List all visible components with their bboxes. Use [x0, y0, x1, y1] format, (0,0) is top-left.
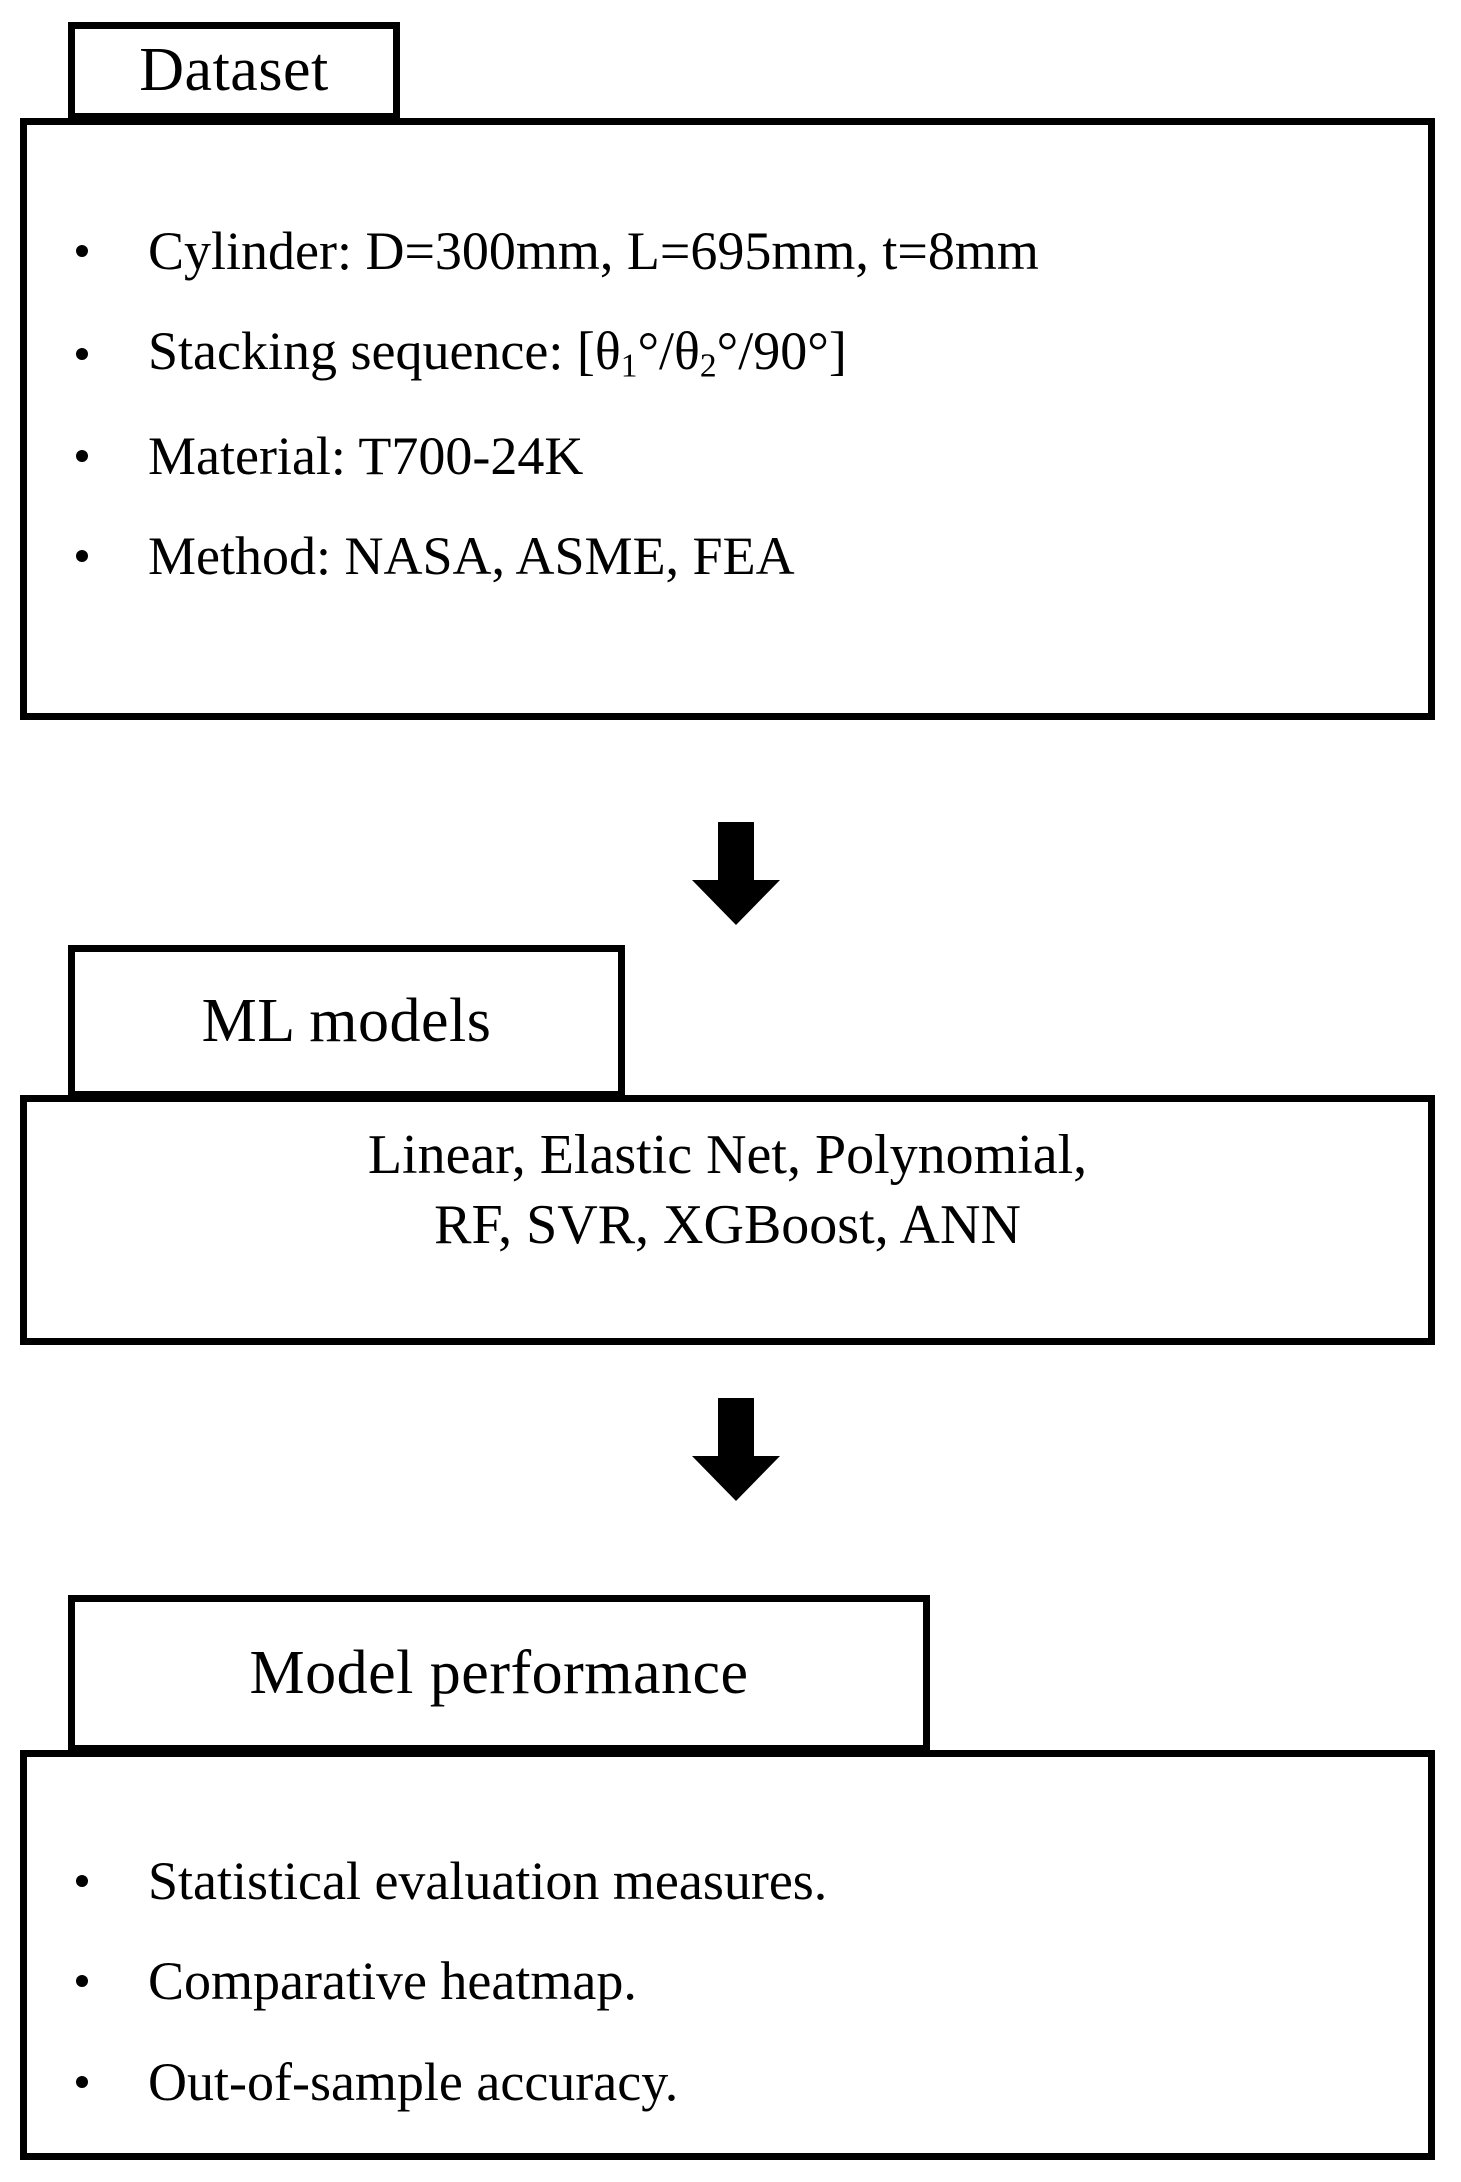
model-performance-title-box: Model performance — [68, 1595, 930, 1752]
dataset-bullet-method: Method: NASA, ASME, FEA — [148, 526, 795, 587]
ml-models-content: Linear, Elastic Net, Polynomial, RF, SVR… — [20, 1120, 1435, 1260]
arrow-down-icon — [691, 822, 781, 926]
ml-models-box-body — [20, 1095, 1435, 1345]
ml-models-line-2: RF, SVR, XGBoost, ANN — [434, 1194, 1021, 1256]
stacking-prefix: Stacking sequence: [θ — [148, 321, 621, 382]
theta-subscript-1: 1 — [620, 347, 638, 385]
dataset-title-label: Dataset — [139, 36, 329, 105]
performance-bullet-accuracy: Out-of-sample accuracy. — [148, 2051, 679, 2112]
model-performance-box-body — [20, 1750, 1435, 2160]
dataset-bullet-stacking: Stacking sequence: [θ1°/θ2°/90°] — [148, 321, 847, 384]
ml-models-title-label: ML models — [201, 986, 492, 1055]
dataset-bullet-list: Cylinder: D=300mm, L=695mm, t=8mm Stacki… — [40, 222, 1420, 585]
list-item: Statistical evaluation measures. — [40, 1852, 1420, 1910]
bullet-dot-icon — [76, 2075, 88, 2088]
list-item: Comparative heatmap. — [40, 1952, 1420, 2010]
bullet-dot-icon — [76, 550, 88, 563]
theta-subscript-2: 2 — [699, 347, 717, 385]
bullet-dot-icon — [76, 245, 88, 258]
list-item: Method: NASA, ASME, FEA — [40, 527, 1420, 585]
model-performance-bullet-list: Statistical evaluation measures. Compara… — [40, 1852, 1420, 2111]
dataset-bullet-cylinder: Cylinder: D=300mm, L=695mm, t=8mm — [148, 221, 1039, 281]
dataset-bullet-material: Material: T700-24K — [148, 425, 584, 486]
ml-models-line-1: Linear, Elastic Net, Polynomial, — [367, 1124, 1088, 1186]
list-item: Out-of-sample accuracy. — [40, 2051, 1420, 2112]
performance-bullet-statistical: Statistical evaluation measures. — [148, 1851, 828, 1911]
list-item: Stacking sequence: [θ1°/θ2°/90°] — [40, 322, 1420, 385]
stacking-mid: °/θ — [637, 321, 700, 382]
dataset-title-box: Dataset — [68, 22, 400, 120]
model-performance-title-label: Model performance — [249, 1638, 749, 1707]
list-item: Cylinder: D=300mm, L=695mm, t=8mm — [40, 222, 1420, 280]
performance-bullet-heatmap: Comparative heatmap. — [148, 1951, 637, 2012]
stacking-suffix: °/90°] — [716, 321, 847, 382]
list-item: Material: T700-24K — [40, 427, 1420, 485]
bullet-dot-icon — [76, 1875, 88, 1888]
bullet-dot-icon — [76, 449, 88, 462]
bullet-dot-icon — [76, 1975, 88, 1988]
arrow-down-icon — [691, 1398, 781, 1502]
ml-models-title-box: ML models — [68, 945, 625, 1098]
dataset-box-body — [20, 118, 1435, 720]
bullet-dot-icon — [76, 347, 88, 360]
